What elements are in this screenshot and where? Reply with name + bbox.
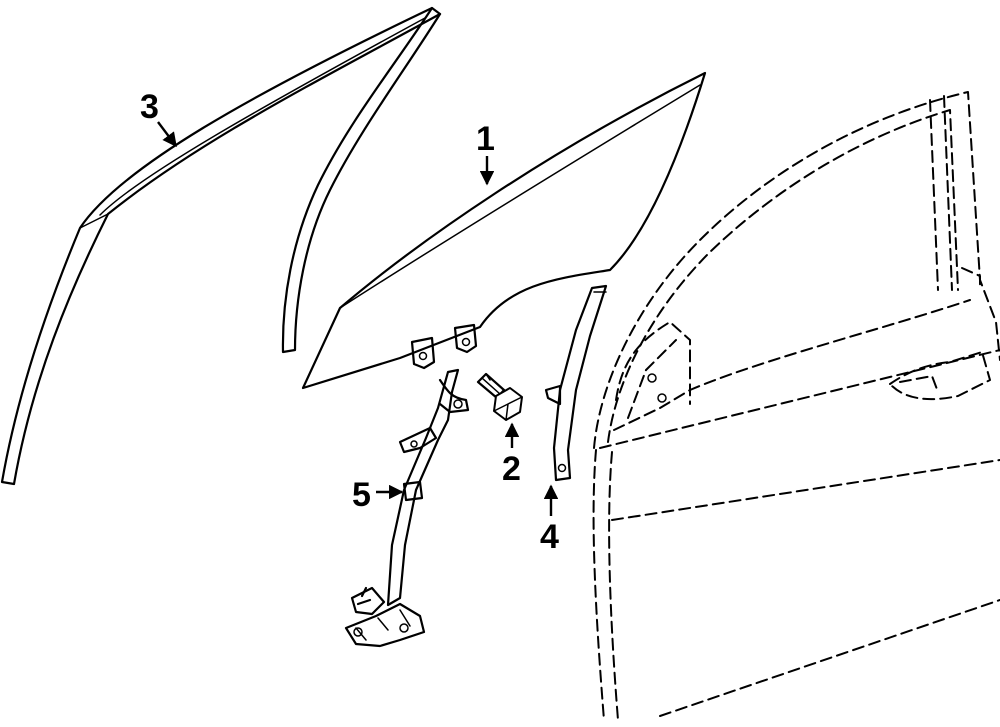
callout-4: 4 [540,484,559,556]
callout-label-1: 1 [476,120,495,158]
callout-arrow-3 [157,121,177,148]
callout-2: 2 [502,422,521,488]
door-glass-part [301,71,707,390]
callout-3: 3 [140,88,177,148]
rear-guide-part [544,284,608,482]
bolt-part [476,372,523,421]
callout-5: 5 [352,476,404,514]
door-shell-outline [592,91,1000,721]
callout-label-3: 3 [140,88,159,126]
run-channel-part [0,6,442,486]
callout-label-2: 2 [502,450,521,488]
callout-1: 1 [476,120,495,186]
callout-label-5: 5 [352,476,371,514]
callout-label-4: 4 [540,518,559,556]
window-regulator-part [344,368,470,648]
